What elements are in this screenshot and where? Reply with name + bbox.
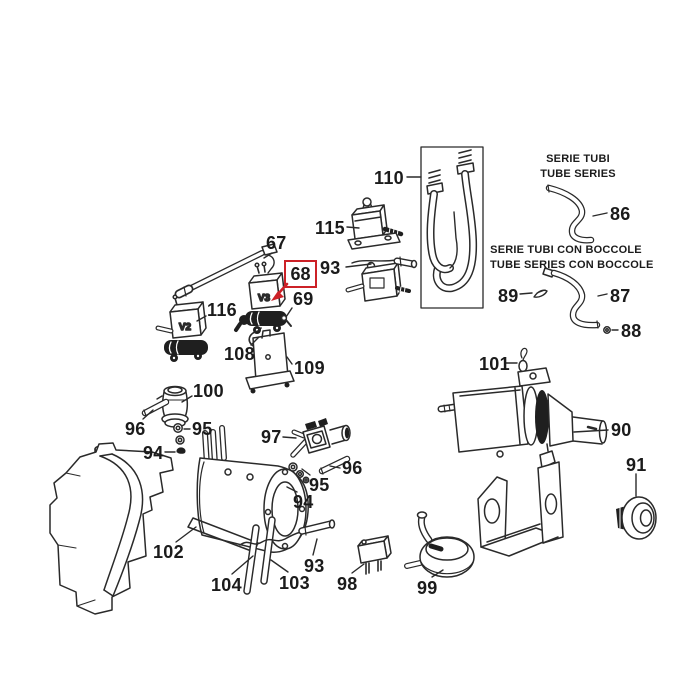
part-boiler-102 [187, 425, 309, 553]
callout-97: 97 [261, 427, 282, 447]
part-thermostat-93-group [345, 261, 411, 302]
callout-86: 86 [610, 204, 631, 224]
callout-91: 91 [626, 455, 647, 475]
leader-lines [142, 176, 637, 578]
callout-96-left: 96 [125, 419, 146, 439]
part-thermal-fuse-101 [518, 347, 528, 373]
part-pump-90 [437, 367, 608, 458]
callout-96-right: 96 [342, 458, 363, 478]
callout-110: 110 [374, 168, 404, 188]
part-tube-103 [260, 516, 276, 585]
part-tube-87 [542, 267, 601, 329]
part-valve-v2-116: V2 [155, 294, 208, 362]
valve-v2-marking: V2 [179, 322, 192, 333]
part-boiler-tubes-110 [420, 146, 484, 309]
callout-68: 68 [290, 263, 311, 284]
part-tube-104 [243, 524, 260, 595]
part-capillary-93-top [351, 256, 418, 269]
part-clip-89 [533, 289, 548, 298]
part-housing-left [49, 442, 174, 615]
callout-104: 104 [211, 575, 242, 595]
part-pump-bracket [477, 443, 564, 557]
note-tube-series-boccole-line2: TUBE SERIES CON BOCCOLE [490, 258, 654, 271]
part-screw-69 [280, 314, 292, 327]
callout-95-right: 95 [309, 475, 330, 495]
callout-87: 87 [610, 286, 631, 306]
note-tube-series-line1: SERIE TUBI [546, 153, 610, 165]
part-tube-67 [174, 243, 278, 299]
part-microswitch-98 [357, 535, 392, 575]
callout-95-left: 95 [192, 419, 213, 439]
part-knob-91 [616, 496, 657, 540]
callout-102: 102 [153, 542, 184, 562]
callout-98: 98 [337, 574, 358, 594]
part-flow-unit-99 [404, 511, 475, 578]
part-tube-96-right [318, 455, 351, 475]
part-thermostat-115 [347, 197, 404, 250]
callout-93-top: 93 [320, 258, 341, 278]
part-valve-assembly-97 [290, 418, 351, 458]
note-tube-series: SERIE TUBI TUBE SERIES [534, 152, 622, 181]
callout-99: 99 [417, 578, 438, 598]
callout-67: 67 [266, 233, 287, 253]
callout-100: 100 [193, 381, 224, 401]
callout-103: 103 [279, 573, 310, 593]
part-bracket-109 [245, 329, 295, 394]
callout-89: 89 [498, 286, 519, 306]
callout-94-left: 94 [143, 443, 164, 463]
part-cap-94-left [176, 447, 187, 455]
part-valve-v3-68: V3 [234, 261, 287, 334]
callout-115: 115 [315, 218, 345, 238]
part-tube-86 [545, 184, 595, 244]
callout-108: 108 [224, 344, 255, 364]
callout-116: 116 [207, 300, 237, 320]
part-tube-96-left [141, 398, 170, 417]
callout-93-bottom: 93 [304, 556, 325, 576]
callout-94-right: 94 [293, 492, 314, 512]
callout-109: 109 [294, 358, 325, 378]
valve-v3-marking: V3 [258, 293, 271, 304]
callout-88: 88 [621, 321, 642, 341]
part-washers-95-left [173, 423, 185, 445]
callout-69: 69 [293, 289, 314, 309]
part-capillary-93-bottom [239, 519, 336, 546]
callout-101: 101 [479, 354, 510, 374]
note-tube-series-line2: TUBE SERIES [540, 167, 616, 180]
part-bushing-88 [603, 326, 611, 334]
callout-90: 90 [611, 420, 632, 440]
highlight-box-68: 68 [284, 260, 317, 288]
part-washers-95-right [288, 462, 310, 484]
note-tube-series-boccole-line1: SERIE TUBI CON BOCCOLE [490, 244, 642, 256]
note-tube-series-boccole: SERIE TUBI CON BOCCOLE TUBE SERIES CON B… [490, 243, 654, 272]
